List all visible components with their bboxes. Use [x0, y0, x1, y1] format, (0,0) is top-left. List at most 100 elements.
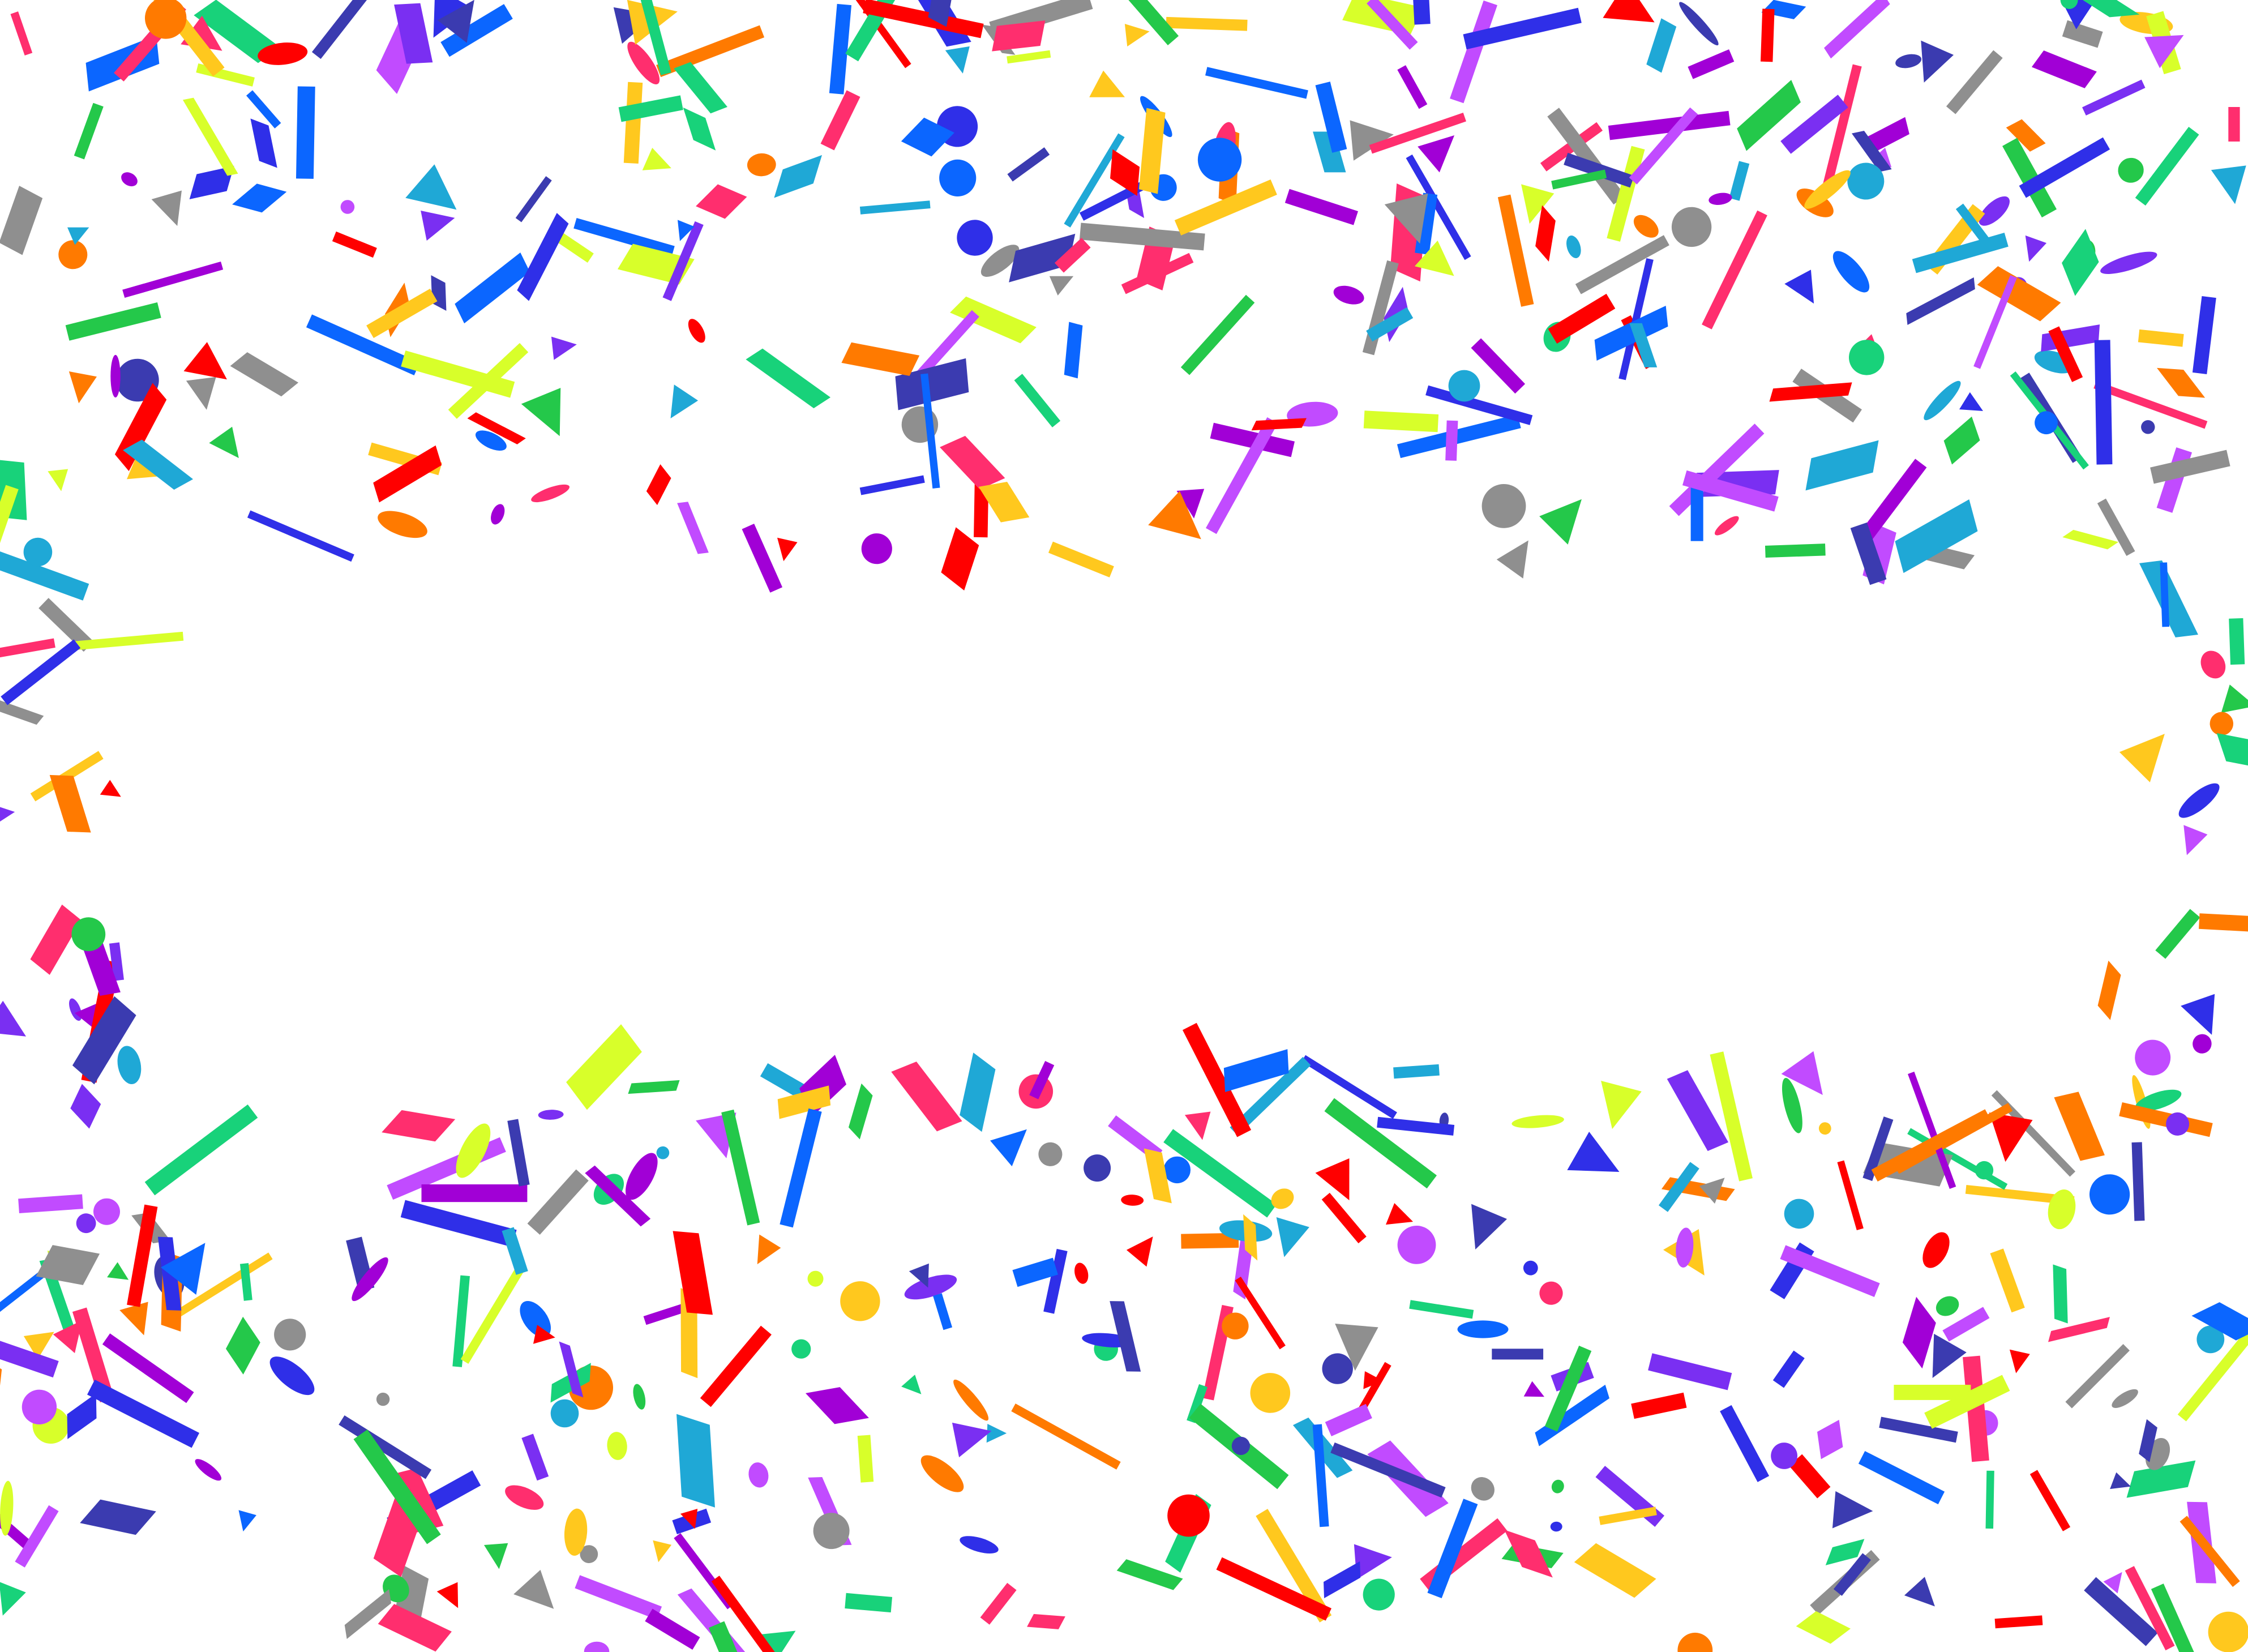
confetti-strip	[1871, 1109, 1992, 1182]
confetti-strip	[2119, 1102, 2213, 1137]
confetti-triangle	[1126, 1236, 1153, 1267]
confetti-strip	[1544, 1345, 1592, 1432]
confetti-strip	[2125, 1566, 2175, 1651]
confetti-dot	[1222, 1312, 1249, 1339]
confetti-piece	[928, 0, 956, 27]
confetti-piece	[2031, 50, 2097, 88]
confetti-strip	[1054, 238, 1091, 273]
confetti-strip	[551, 229, 594, 263]
confetti-strip	[1174, 179, 1277, 236]
confetti-dot	[1084, 1154, 1111, 1182]
confetti-triangle	[952, 1422, 992, 1458]
confetti-strip	[127, 1204, 158, 1307]
confetti-triangle	[2103, 1572, 2122, 1594]
confetti-piece	[2126, 1460, 2196, 1498]
confetti-strip	[1463, 7, 1582, 50]
confetti-dot	[2196, 1325, 2225, 1354]
confetti-strip	[1772, 1350, 1805, 1388]
confetti-strip	[0, 1329, 59, 1378]
confetti-piece	[230, 352, 299, 397]
confetti-piece	[2078, 0, 2140, 18]
confetti-strip	[1163, 1129, 1277, 1218]
confetti-piece	[225, 1316, 260, 1375]
confetti-piece	[2216, 733, 2248, 768]
confetti-piece	[1027, 1614, 1065, 1629]
confetti-strip	[2192, 296, 2216, 374]
confetti-strip	[2135, 126, 2199, 206]
confetti-dot	[1818, 1122, 1831, 1135]
confetti-strip	[1682, 470, 1779, 512]
confetti-strip	[65, 302, 161, 341]
confetti-piece	[1824, 0, 1890, 59]
confetti-strip	[2094, 340, 2113, 465]
confetti-strip	[1548, 293, 1616, 344]
confetti-dot	[1197, 138, 1242, 182]
confetti-oval	[2200, 650, 2226, 679]
confetti-strip	[1924, 1375, 2010, 1429]
confetti-strip	[2062, 20, 2103, 48]
confetti-oval	[747, 153, 776, 177]
confetti-strip	[1710, 1051, 1753, 1182]
empty-center-area	[340, 510, 1925, 1076]
confetti-oval	[1633, 215, 1659, 238]
confetti-strip	[122, 261, 224, 298]
confetti-strip	[1994, 1615, 2043, 1629]
confetti-piece	[30, 904, 82, 975]
confetti-strip	[700, 1325, 772, 1407]
confetti-strip	[980, 1582, 1017, 1625]
confetti-dot	[1784, 1199, 1814, 1229]
confetti-strip	[1406, 154, 1471, 260]
confetti-oval	[505, 1485, 544, 1510]
confetti-triangle	[436, 1582, 459, 1608]
confetti-oval	[2178, 783, 2220, 818]
confetti-oval	[2118, 157, 2144, 183]
confetti-oval	[538, 1110, 564, 1120]
confetti-strip	[2150, 450, 2230, 484]
confetti-strip	[144, 1104, 258, 1196]
confetti-piece	[2048, 1317, 2110, 1342]
confetti-piece	[517, 213, 569, 301]
confetti-strip	[1205, 417, 1278, 534]
confetti-piece	[2191, 1302, 2248, 1341]
confetti-triangle	[642, 147, 671, 170]
confetti-oval	[520, 1300, 551, 1338]
confetti-triangle	[1354, 1544, 1392, 1580]
confetti-strip	[2151, 1583, 2201, 1652]
confetti-triangle	[1350, 120, 1394, 161]
confetti-dot	[1397, 1225, 1436, 1264]
confetti-strip	[239, 1262, 252, 1301]
confetti-piece	[891, 1062, 962, 1132]
confetti-triangle	[1496, 540, 1528, 579]
confetti-triangle	[68, 371, 97, 404]
confetti-strip	[1079, 182, 1144, 221]
confetti-triangle	[1176, 489, 1205, 519]
confetti-oval	[0, 1480, 14, 1536]
confetti-triangle	[1184, 1111, 1211, 1140]
confetti-piece	[189, 166, 234, 200]
confetti-triangle	[0, 1581, 26, 1616]
confetti-strip	[1821, 64, 1862, 193]
confetti-strip	[521, 1433, 549, 1481]
confetti-triangle	[901, 1375, 922, 1394]
confetti-strip	[306, 314, 420, 375]
confetti-strip	[1990, 1248, 2025, 1313]
confetti-piece	[1116, 1559, 1183, 1590]
confetti-piece	[559, 1341, 584, 1398]
confetti-dot	[2035, 411, 2058, 435]
confetti-strip	[311, 0, 399, 59]
confetti-triangle	[1567, 1132, 1620, 1172]
confetti-oval	[121, 172, 138, 187]
confetti-piece	[378, 1604, 452, 1652]
confetti-triangle	[909, 1263, 929, 1288]
confetti-piece	[940, 435, 1005, 490]
confetti-strip	[711, 1576, 790, 1652]
confetti-triangle	[2221, 684, 2248, 713]
confetti-strip	[460, 1264, 526, 1364]
confetti-oval	[1714, 516, 1739, 536]
confetti-piece	[2062, 529, 2119, 550]
confetti-strip	[1862, 1116, 1894, 1182]
confetti-strip	[1858, 1450, 1945, 1505]
confetti-dot	[1848, 340, 1885, 375]
confetti-strip	[1629, 107, 1698, 185]
